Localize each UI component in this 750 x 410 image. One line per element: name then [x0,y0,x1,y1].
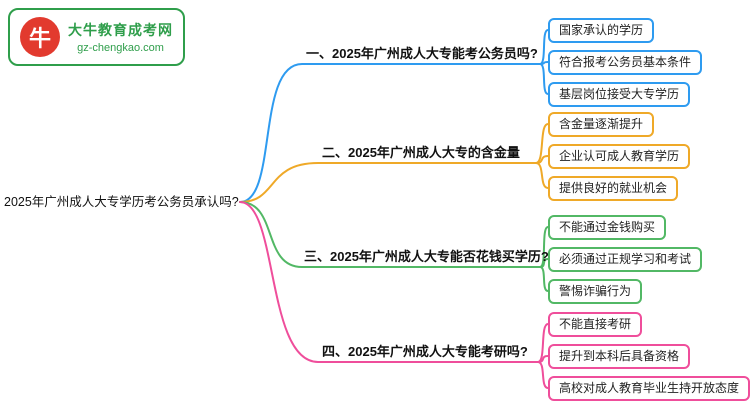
logo-bull-icon: 牛 [20,17,60,57]
branch-node-3: 三、2025年广州成人大专能否花钱买学历? [304,249,549,264]
connector-line [539,63,549,95]
connector-line [239,201,541,268]
leaf-node: 高校对成人教育毕业生持开放态度 [548,376,750,401]
connector-line [539,29,549,65]
branch-node-4: 四、2025年广州成人大专能考研吗? [322,344,528,359]
leaf-node: 国家承认的学历 [548,18,655,43]
connector-line [239,63,541,203]
connector-line [539,266,549,292]
site-url: gz-chengkao.com [77,42,164,54]
branch-node-1: 一、2025年广州成人大专能考公务员吗? [306,46,538,61]
connector-line [537,361,549,389]
connector-line [537,355,549,363]
leaf-node: 提供良好的就业机会 [548,176,679,201]
branch-node-2: 二、2025年广州成人大专的含金量 [322,145,520,160]
connector-line [535,162,549,189]
leaf-node: 不能直接考研 [548,312,643,337]
site-logo: 牛 大牛教育成考网 gz-chengkao.com [8,8,185,66]
leaf-node: 不能通过金钱购买 [548,215,667,240]
connector-line [239,162,537,203]
leaf-node: 警惕诈骗行为 [548,279,643,304]
leaf-node: 企业认可成人教育学历 [548,144,691,169]
leaf-node: 符合报考公务员基本条件 [548,50,703,75]
connector-line [535,155,549,164]
site-name: 大牛教育成考网 [68,22,173,38]
connector-line [239,201,539,363]
leaf-node: 提升到本科后具备资格 [548,344,691,369]
root-node: 2025年广州成人大专学历考公务员承认吗? [4,195,239,209]
leaf-node: 必须通过正规学习和考试 [548,247,703,272]
leaf-node: 含金量逐渐提升 [548,112,655,137]
logo-text: 大牛教育成考网 gz-chengkao.com [68,20,173,54]
leaf-node: 基层岗位接受大专学历 [548,82,691,107]
